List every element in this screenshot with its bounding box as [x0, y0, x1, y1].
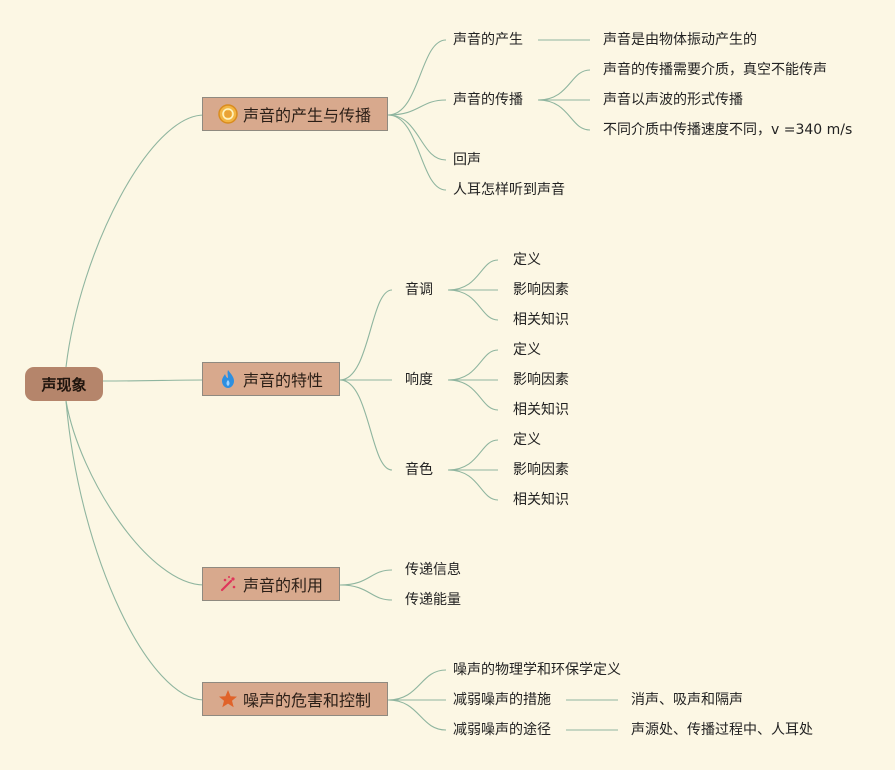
- link-b2-c0: [339, 569, 393, 586]
- topic-loudness[interactable]: 响度: [405, 372, 433, 388]
- link-b2-c1: [339, 584, 393, 601]
- link-b1-c1-leaf2: [447, 379, 499, 411]
- link-b3-c2: [387, 699, 447, 731]
- link-b1-c1-leaf0: [447, 349, 499, 381]
- topic-noise-definition[interactable]: 噪声的物理学和环保学定义: [453, 662, 621, 678]
- branch-sound-characteristics[interactable]: 声音的特性: [202, 362, 340, 396]
- branch-label: 声音的产生与传播: [243, 106, 372, 125]
- leaf-loudness-factors[interactable]: 影响因素: [513, 372, 569, 388]
- link-b0-c0: [387, 39, 447, 116]
- link-b1-c2-leaf0: [447, 439, 499, 471]
- leaf-timbre-definition[interactable]: 定义: [513, 432, 541, 448]
- link-root-b0: [65, 114, 205, 368]
- link-b1-c2: [339, 379, 393, 471]
- leaf-timbre-factors[interactable]: 影响因素: [513, 462, 569, 478]
- topic-transmit-energy[interactable]: 传递能量: [405, 592, 461, 608]
- link-root-b1: [102, 379, 205, 382]
- link-b1-c0-leaf2: [447, 289, 499, 321]
- link-b0-c1-leaf2: [537, 99, 591, 131]
- leaf-pitch-factors[interactable]: 影响因素: [513, 282, 569, 298]
- star-icon: [217, 688, 239, 710]
- topic-sound-production[interactable]: 声音的产生: [453, 32, 523, 48]
- topic-noise-paths[interactable]: 减弱噪声的途径: [453, 722, 551, 738]
- link-b1-c0: [339, 289, 393, 381]
- link-b0-c1-leaf0: [537, 69, 591, 101]
- branch-noise-control[interactable]: 噪声的危害和控制: [202, 682, 388, 716]
- leaf-noise-measures[interactable]: 消声、吸声和隔声: [631, 692, 743, 708]
- topic-echo[interactable]: 回声: [453, 152, 481, 168]
- link-b1-c0-leaf0: [447, 259, 499, 291]
- leaf-loudness-knowledge[interactable]: 相关知识: [513, 402, 569, 418]
- branch-sound-usage[interactable]: 声音的利用: [202, 567, 340, 601]
- flame-icon: [217, 368, 239, 390]
- leaf-noise-paths[interactable]: 声源处、传播过程中、人耳处: [631, 722, 813, 738]
- leaf-timbre-knowledge[interactable]: 相关知识: [513, 492, 569, 508]
- link-b0-c2: [387, 114, 447, 161]
- topic-sound-propagation[interactable]: 声音的传播: [453, 92, 523, 108]
- branch-label: 声音的特性: [243, 371, 324, 390]
- leaf-vibration[interactable]: 声音是由物体振动产生的: [603, 32, 757, 48]
- link-b0-c3: [387, 114, 447, 191]
- leaf-pitch-knowledge[interactable]: 相关知识: [513, 312, 569, 328]
- sparkle-icon: [217, 573, 239, 595]
- branch-sound-production[interactable]: 声音的产生与传播: [202, 97, 388, 131]
- branch-label: 声音的利用: [243, 576, 324, 595]
- link-b0-c1: [387, 99, 447, 116]
- topic-pitch[interactable]: 音调: [405, 282, 433, 298]
- root-node[interactable]: 声现象: [25, 367, 103, 401]
- topic-timbre[interactable]: 音色: [405, 462, 433, 478]
- leaf-pitch-definition[interactable]: 定义: [513, 252, 541, 268]
- topic-transmit-info[interactable]: 传递信息: [405, 562, 461, 578]
- leaf-sound-wave[interactable]: 声音以声波的形式传播: [603, 92, 743, 108]
- topic-noise-measures[interactable]: 减弱噪声的措施: [453, 692, 551, 708]
- link-root-b3: [65, 400, 205, 701]
- leaf-medium-required[interactable]: 声音的传播需要介质，真空不能传声: [603, 62, 827, 78]
- link-root-b2: [65, 400, 205, 586]
- gold-medal-icon: [217, 103, 239, 125]
- leaf-loudness-definition[interactable]: 定义: [513, 342, 541, 358]
- link-b1-c2-leaf2: [447, 469, 499, 501]
- branch-label: 噪声的危害和控制: [243, 691, 372, 710]
- leaf-speed[interactable]: 不同介质中传播速度不同，v =340 m/s: [603, 122, 853, 138]
- link-b3-c0: [387, 669, 447, 701]
- topic-hearing[interactable]: 人耳怎样听到声音: [453, 182, 565, 198]
